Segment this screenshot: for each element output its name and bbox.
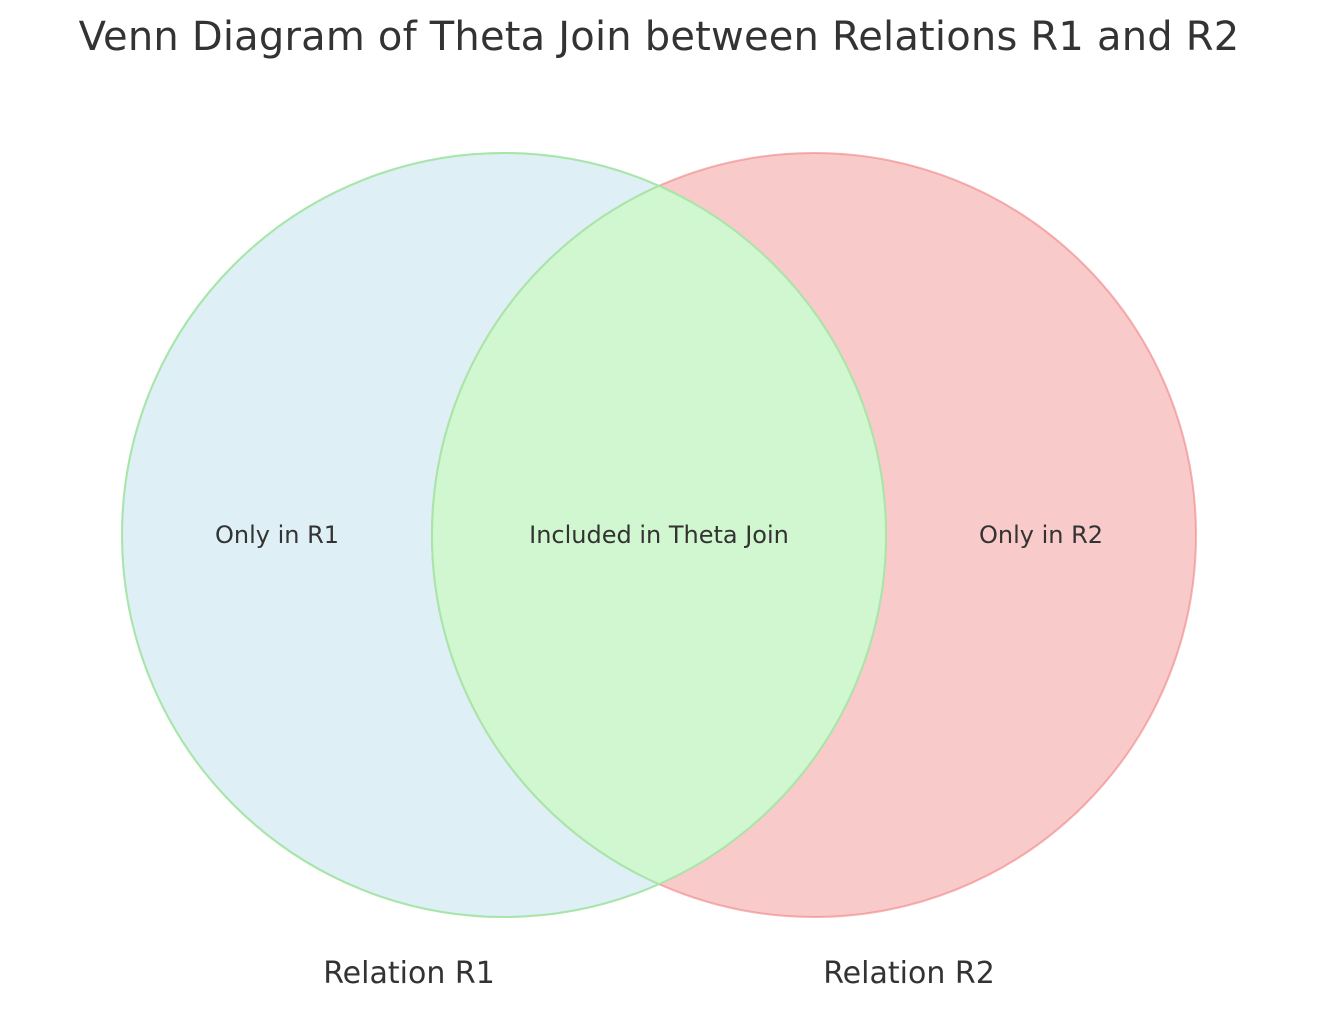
region-label-only-r1: Only in R1 xyxy=(215,521,339,549)
set-label-r1: Relation R1 xyxy=(323,956,495,991)
region-intersection xyxy=(431,153,886,917)
region-label-intersection: Included in Theta Join xyxy=(529,521,789,549)
set-label-r2: Relation R2 xyxy=(823,956,995,991)
region-label-only-r2: Only in R2 xyxy=(979,521,1103,549)
intersection-left-edge xyxy=(121,152,887,918)
diagram-title: Venn Diagram of Theta Join between Relat… xyxy=(78,14,1240,60)
